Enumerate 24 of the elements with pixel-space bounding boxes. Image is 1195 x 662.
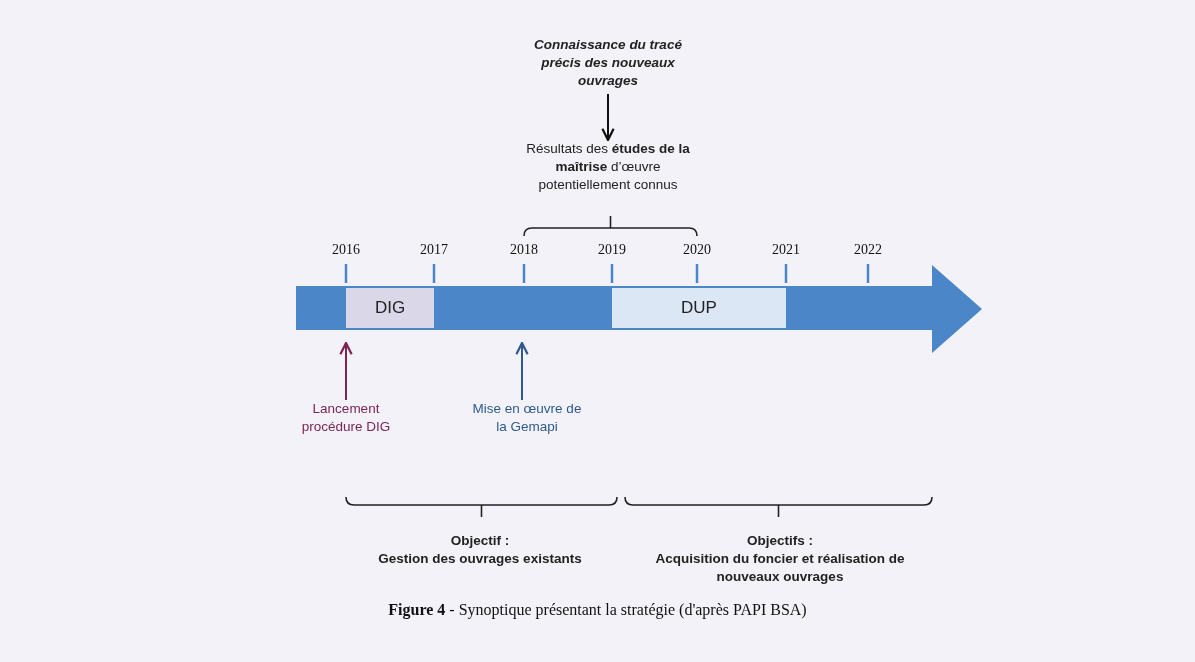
period-box bbox=[612, 288, 786, 328]
year-label: 2020 bbox=[683, 242, 711, 258]
annotation-text: Connaissance du tracé précis des nouveaux ouvrages bbox=[533, 36, 683, 90]
year-label: 2022 bbox=[854, 242, 882, 258]
objective-heading: Objectif : bbox=[449, 532, 511, 550]
period-label: DIG bbox=[374, 299, 406, 317]
period-box bbox=[346, 288, 434, 328]
arrow bbox=[515, 341, 529, 401]
objective-heading: Objectifs : bbox=[746, 532, 814, 550]
annotation-text: Résultats des études de la maîtrise d’œuvre potentiellement connus bbox=[525, 140, 691, 194]
figure-caption: Figure 4 - Synoptique présentant la stratégie (d'après PAPI BSA) bbox=[387, 601, 808, 619]
arrow bbox=[601, 93, 615, 142]
annotation-text: Acquisition du foncier et réalisation de nouveaux ouvrages bbox=[654, 550, 906, 586]
timeline-band bbox=[296, 265, 982, 353]
annotation-text: Mise en œuvre de la Gemapi bbox=[472, 400, 582, 436]
annotation-text: Gestion des ouvrages existants bbox=[377, 550, 583, 568]
annotation-text: Lancement procédure DIG bbox=[301, 400, 391, 436]
period-label: DUP bbox=[681, 299, 717, 317]
arrow bbox=[339, 341, 353, 401]
year-label: 2021 bbox=[772, 242, 800, 258]
year-label: 2016 bbox=[332, 242, 360, 258]
year-label: 2019 bbox=[598, 242, 626, 258]
year-label: 2017 bbox=[420, 242, 448, 258]
year-label: 2018 bbox=[510, 242, 538, 258]
